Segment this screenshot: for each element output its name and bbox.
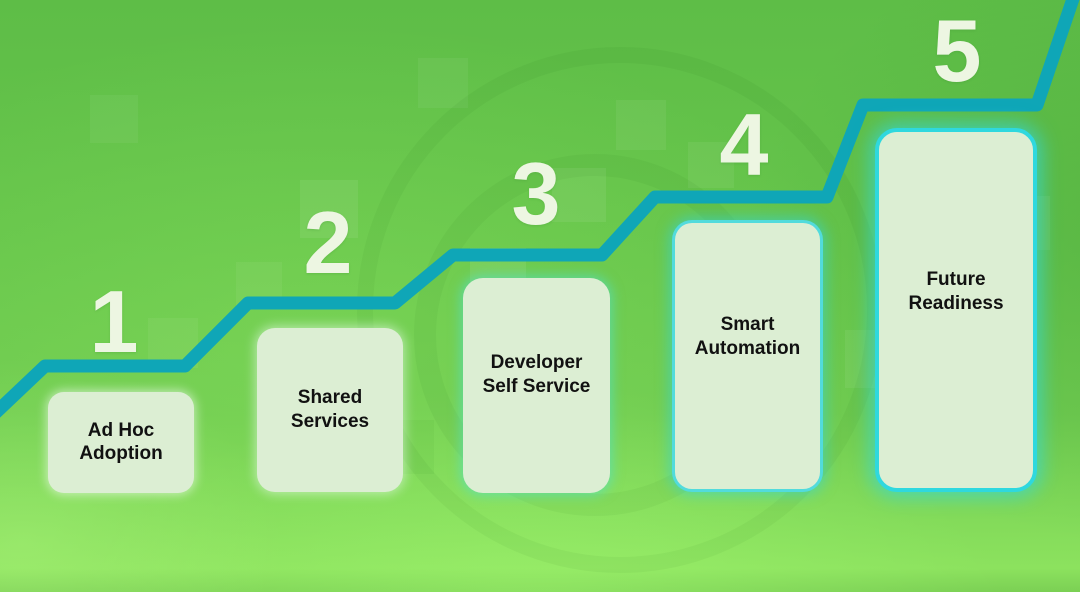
step-card-label: Ad Hoc Adoption	[79, 419, 163, 465]
step-card-label: Shared Services	[290, 387, 370, 432]
step-number-3: 3	[511, 144, 561, 243]
step-card-shared-services: Shared Services	[257, 328, 403, 492]
step-number-1: 1	[89, 272, 139, 371]
background-tile	[300, 180, 358, 238]
step-number-5: 5	[932, 1, 982, 100]
staircase-line	[0, 0, 1080, 418]
step-card-ad-hoc-adoption: Ad Hoc Adoption	[48, 392, 194, 493]
step-card-smart-automation: Smart Automation	[672, 220, 823, 492]
step-card-label: Future Readiness	[908, 269, 1004, 315]
step-number-4: 4	[719, 95, 769, 194]
step-card-developer-self-service: Developer Self Service	[463, 278, 610, 493]
step-card-future-readiness: Future Readiness	[875, 128, 1037, 492]
background-tile	[90, 95, 138, 143]
step-number-2: 2	[303, 193, 353, 292]
background-tile	[552, 168, 606, 222]
background-tile	[418, 58, 468, 108]
step-card-label: Smart Automation	[694, 314, 801, 360]
step-card-label: Developer Self Service	[482, 351, 591, 397]
background-tile	[688, 142, 734, 188]
background-tile	[616, 100, 666, 150]
